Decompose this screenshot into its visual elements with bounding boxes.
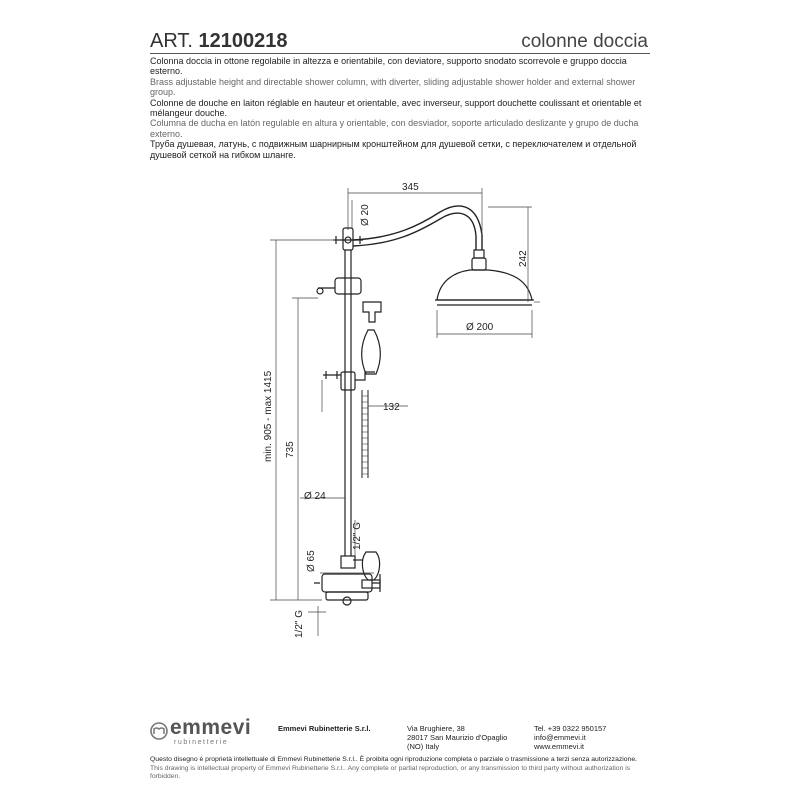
article-prefix: ART. [150,30,193,52]
legal-it: Questo disegno è proprietà intellettuale… [150,756,637,763]
article-number: 12100218 [198,30,288,52]
brand-logo: emmevi rubinetterie [150,716,265,748]
header-divider [150,53,650,54]
legal-en: This drawing is intellectual property of… [150,764,631,781]
address-line: Via Brughiere, 38 [407,724,465,733]
dim-width-345: 345 [402,182,419,193]
legal-notice: Questo disegno è proprietà intellettuale… [150,756,660,782]
dim-bar-diameter: Ø 24 [304,491,326,502]
company-name: Emmevi Rubinetterie S.r.l. [278,724,371,733]
dim-base-diameter: Ø 65 [306,550,317,572]
dim-height-range: min. 905 - max 1415 [263,370,274,462]
emmevi-logo-icon [150,722,168,740]
description-ru: Труба душевая, латунь, с подвижным шарни… [150,139,637,160]
article-title: ART. 12100218 [150,30,288,53]
dim-hose-offset-132: 132 [383,402,400,413]
description-it: Colonna doccia in ottone regolabile in a… [150,56,627,77]
company-address: Via Brughiere, 38 28017 San Maurizio d'O… [407,724,507,751]
dim-head-height-242: 242 [518,250,529,267]
product-category: colonne doccia [521,31,648,52]
contact-website[interactable]: www.emmevi.it [534,742,585,751]
contact-phone: Tel. +39 0322 950157 [534,724,607,733]
dim-head-diameter: Ø 200 [466,322,494,333]
product-descriptions: Colonna doccia in ottone regolabile in a… [150,56,660,160]
dim-bar-length-735: 735 [285,441,296,458]
contact-email[interactable]: info@emmevi.it [534,733,586,742]
company-contacts: Tel. +39 0322 950157 info@emmevi.it www.… [534,724,606,751]
address-line: 28017 San Maurizio d'Opaglio [407,733,508,742]
brand-name: emmevi [170,716,252,739]
address-line: (NO) Italy [407,742,440,751]
dim-arm-diameter: Ø 20 [360,204,371,226]
footer: emmevi rubinetterie Emmevi Rubinetterie … [150,716,650,751]
description-es: Columna de ducha en latón regulable en a… [150,118,639,139]
description-fr: Colonne de douche en laiton réglable en … [150,97,642,119]
dim-thread-lower: 1/2" G [294,610,305,638]
description-en: Brass adjustable height and directable s… [150,76,636,98]
dim-thread-upper: 1/2" G [352,522,363,550]
brand-subtitle: rubinetterie [174,739,229,746]
